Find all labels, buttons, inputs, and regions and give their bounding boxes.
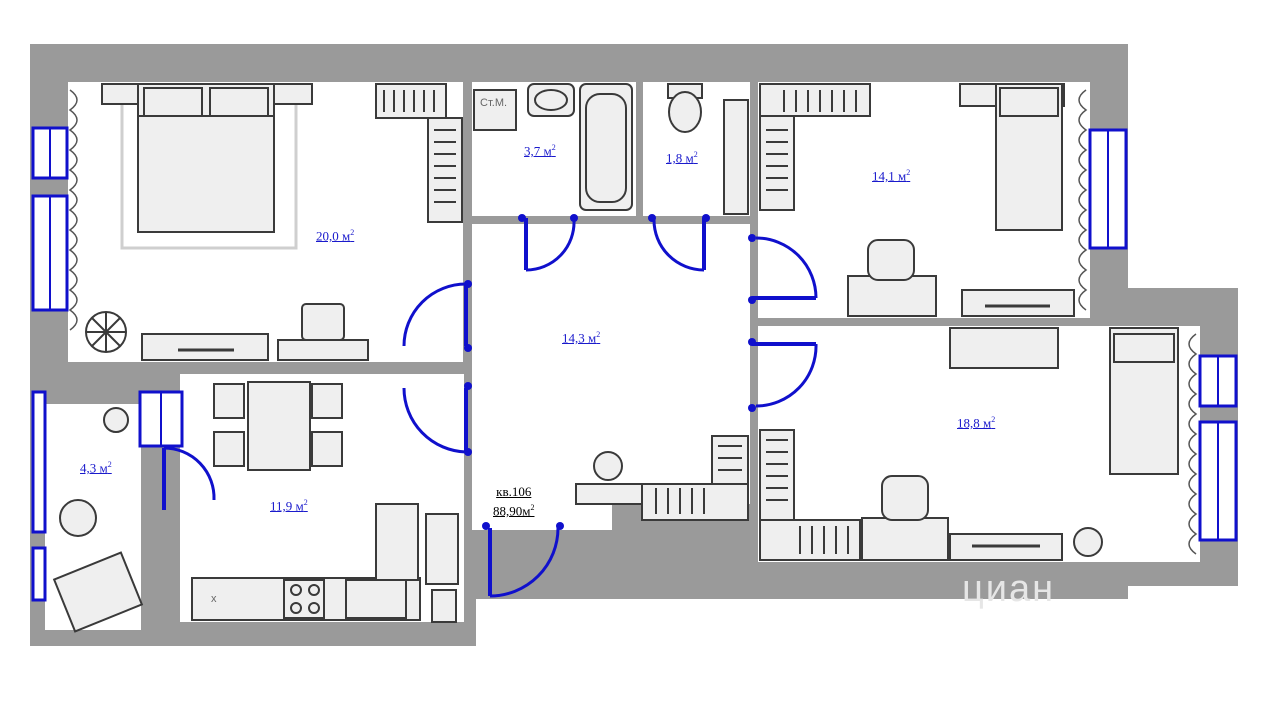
hall-stool [593,451,623,481]
chair-main [301,303,345,341]
door-entrance[interactable] [482,522,564,598]
toilet-bowl [668,91,702,133]
area-bedroom-main: 20,0 м2 [316,228,355,244]
door-bedroom-main[interactable] [402,280,472,352]
chair-k3 [311,383,343,419]
nightstand-right [273,83,313,105]
apartment-label: кв.106 88,90м2 [493,484,534,519]
desk-main [277,339,369,361]
wardrobe-side [427,117,463,223]
watermark: циан [962,568,1056,610]
window-3 [31,390,47,534]
curtain-right [1078,89,1088,311]
balcony-table [59,499,97,537]
tv-stand-right [961,289,1075,317]
chair-k2 [213,431,245,467]
area-bathroom: 3,7 м2 [524,143,556,159]
fridge [375,503,419,581]
chair-lower [881,475,929,521]
chair-k4 [311,431,343,467]
kitchen-cabinet [425,513,459,585]
curtain-lower-right [1188,333,1198,555]
door-toilet[interactable] [648,214,710,272]
desk-lower [861,517,949,561]
room-entry [472,504,612,530]
toilet-cabinet [723,99,749,215]
area-kitchen: 11,9 м2 [270,498,308,514]
chair-right [867,239,915,281]
wardrobe-right-top [759,83,871,117]
hall-hangers [655,445,742,514]
door-bedroom-right[interactable] [748,234,818,304]
area-bedroom-right: 14,1 м2 [872,168,911,184]
kitchen-sink [345,579,407,619]
area-bedroom-lower: 18,8 м2 [957,415,996,431]
door-kitchen[interactable] [402,382,472,456]
window-4 [31,546,47,602]
tv-stand [141,333,269,361]
hall-bench [575,483,643,505]
wardrobe-hangers-2 [766,90,857,191]
door-bath[interactable] [518,214,578,272]
plant-lower-icon [1073,527,1103,557]
dining-table [247,381,311,471]
armchair [52,551,144,633]
door-balcony[interactable] [162,446,216,510]
washer-label: Ст.М. [480,97,508,109]
washer [473,89,517,131]
pillow-lower-bed [1113,333,1175,363]
apartment-total-area: 88,90м2 [493,503,535,519]
kitchen-cabinet-2 [431,589,457,623]
stove-mark: x [211,593,217,605]
pillow-left [143,87,203,119]
wardrobe-top [375,83,447,119]
area-toilet: 1,8 м2 [666,150,698,166]
wardrobe-hangers-3 [766,439,849,554]
wardrobe-lower-bottom [759,519,861,561]
chair-k1 [213,383,245,419]
apartment-number: кв.106 [496,484,532,499]
plant-icon [85,311,127,353]
pillow-right [209,87,269,119]
desk-right [847,275,937,317]
balcony-plant [103,407,129,433]
wardrobe-right-side [759,115,795,211]
sofa [949,327,1059,369]
area-hallway: 14,3 м2 [562,330,601,346]
area-balcony: 4,3 м2 [80,460,112,476]
hall-wardrobe-bottom [641,483,749,521]
wardrobe-hangers-1 [383,90,456,203]
pillow-right-bed [999,87,1059,117]
door-bedroom-lower[interactable] [748,338,818,412]
nightstand-left [101,83,143,105]
curtain-left [68,89,78,331]
duvet [137,115,275,233]
bathtub [579,83,633,211]
